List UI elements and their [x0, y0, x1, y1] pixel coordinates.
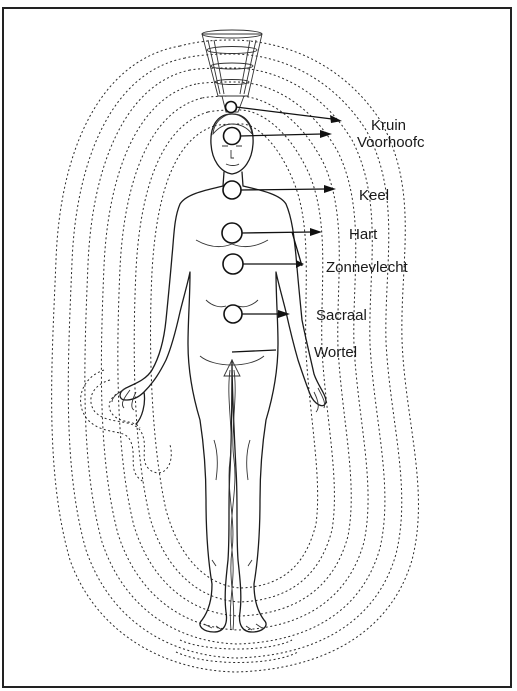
- chakra-zonnevlecht: [223, 254, 243, 274]
- label-sacraal: Sacraal: [316, 307, 367, 324]
- label-voorhoofd: Voorhoofc: [357, 134, 425, 151]
- chakra-keel: [223, 181, 241, 199]
- chakra-sacraal: [224, 305, 242, 323]
- chakra-voorhoofd: [224, 128, 241, 145]
- label-hart: Hart: [349, 226, 378, 243]
- label-wortel: Wortel: [314, 344, 357, 361]
- label-keel: Keel: [359, 187, 389, 204]
- chakra-hart: [222, 223, 242, 243]
- label-kruin: Kruin: [371, 117, 406, 134]
- chakra-kruin: [226, 102, 237, 113]
- label-zonnevlecht: Zonnevlecht: [326, 259, 409, 276]
